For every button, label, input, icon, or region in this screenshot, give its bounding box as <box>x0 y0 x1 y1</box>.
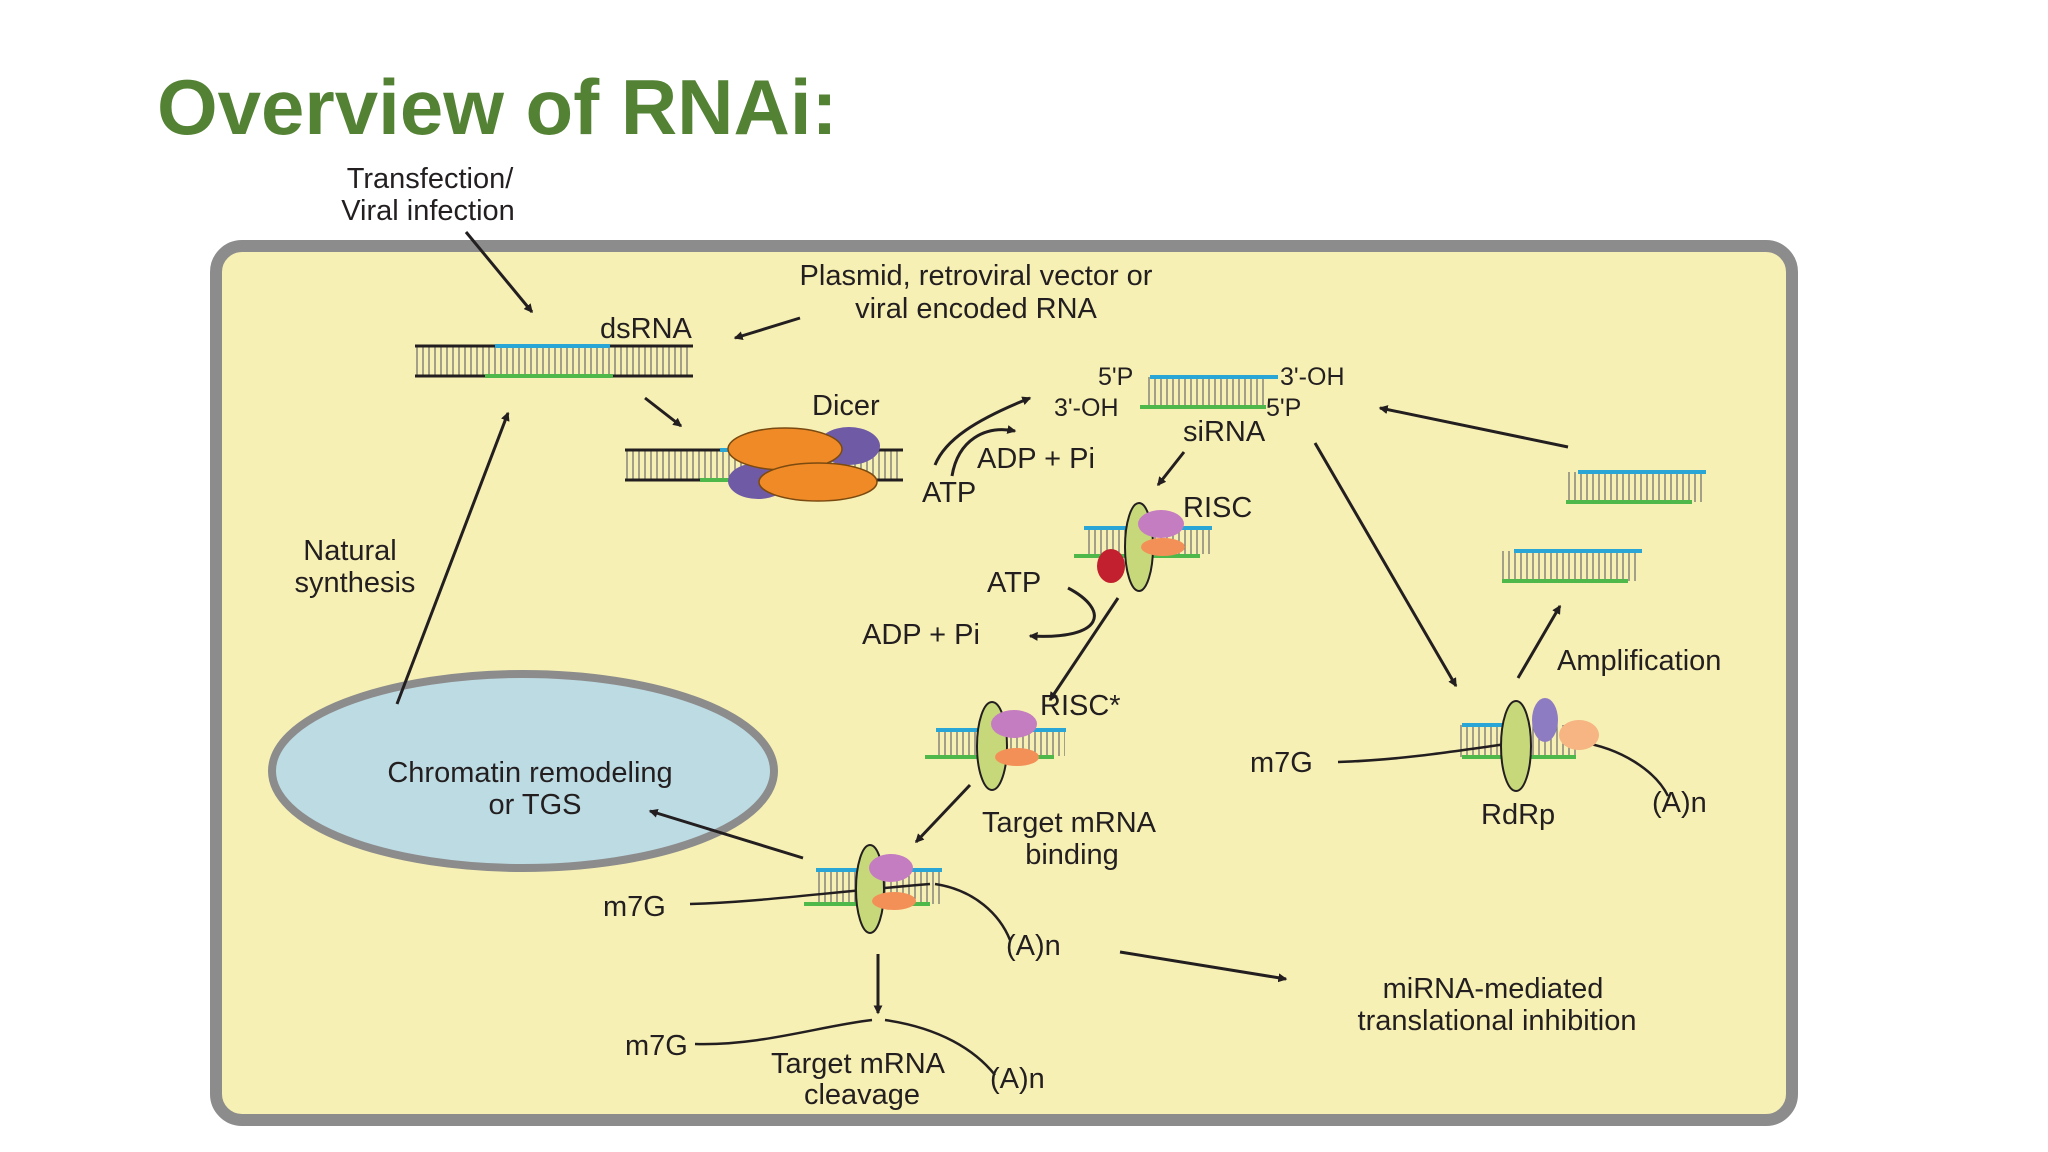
sirna-duplex <box>1140 375 1278 409</box>
dicer-orange-bottom <box>758 462 878 502</box>
plasmid-label-line1: Plasmid, retroviral vector or <box>800 260 1153 292</box>
target-binding-line2: binding <box>1025 839 1119 871</box>
cell-boundary <box>210 240 1798 1126</box>
arrow-atp-to-adp-risc <box>1028 586 1096 641</box>
arrow-dicer-to-sirna <box>933 396 1032 466</box>
arrow-sirna-to-rdrp <box>1313 442 1458 688</box>
an-label-rdrp: (A)n <box>1652 787 1707 819</box>
dicer-label: Dicer <box>812 390 880 422</box>
natural-synthesis-line2: synthesis <box>295 567 416 599</box>
mirna-label-line2: translational inhibition <box>1358 1005 1637 1037</box>
arrow-sirna-to-risc <box>1156 451 1186 487</box>
mirna-label-line1: miRNA-mediated <box>1383 973 1604 1005</box>
amplification-label: Amplification <box>1557 645 1721 677</box>
sirna-5p-top: 5'P <box>1098 363 1133 391</box>
risc-star-complex <box>925 701 1066 791</box>
arrow-to-mirna-inhibition <box>1119 950 1288 983</box>
dsrna-label: dsRNA <box>600 313 693 345</box>
cleaved-mrna-right <box>884 1018 996 1076</box>
m7g-label-binding: m7G <box>603 891 666 923</box>
amplified-sirna-bottom <box>1502 549 1642 583</box>
arrow-plasmid-to-dsrna <box>733 316 801 341</box>
rdrp-label: RdRp <box>1481 799 1555 831</box>
nucleus-label-line1: Chromatin remodeling <box>387 757 672 789</box>
arrow-transfection-to-dsrna <box>464 231 534 314</box>
sirna-5p-bottom: 5'P <box>1266 394 1301 422</box>
atp-label-risc: ATP <box>987 567 1041 599</box>
rdrp-complex <box>1337 698 1670 797</box>
pathway-arrows <box>395 231 1569 1015</box>
plasmid-label-line2: viral encoded RNA <box>855 293 1097 325</box>
an-label-binding: (A)n <box>1006 930 1061 962</box>
adp-pi-label-risc: ADP + Pi <box>862 619 980 651</box>
nucleus-label-line2: or TGS <box>489 789 582 821</box>
risc-red-protein <box>1097 549 1125 583</box>
adp-pi-label-dicer: ADP + Pi <box>977 443 1095 475</box>
cleaved-mrna-left <box>694 1018 873 1046</box>
sirna-label: siRNA <box>1183 416 1266 448</box>
arrow-dsrna-to-dicer <box>644 396 683 428</box>
arrow-amplified-to-sirna <box>1378 405 1569 449</box>
dsrna-duplex <box>415 344 693 378</box>
amplified-sirna-top <box>1566 470 1706 504</box>
target-binding-line1: Target mRNA <box>982 807 1157 839</box>
m7g-label-rdrp: m7G <box>1250 747 1313 779</box>
risc-label: RISC <box>1183 492 1252 524</box>
arrow-rdrp-amplification <box>1516 604 1562 679</box>
transfection-label-line2: Viral infection <box>341 195 515 227</box>
nucleus <box>268 670 778 872</box>
sirna-3oh-top: 3'-OH <box>1280 363 1345 391</box>
risc-complex <box>1074 502 1212 592</box>
arrow-nucleus-to-dsrna <box>395 411 510 705</box>
an-label-cleavage: (A)n <box>990 1063 1045 1095</box>
dicer-complex <box>625 427 903 502</box>
sirna-3oh-bottom: 3'-OH <box>1054 394 1119 422</box>
arrow-atp-to-adp-dicer <box>950 425 1017 477</box>
atp-label-dicer: ATP <box>922 477 976 509</box>
arrow-risc-to-risc-star <box>1048 597 1120 702</box>
cleavage-label-line1: Target mRNA <box>771 1048 946 1080</box>
slide-title: Overview of RNAi: <box>157 63 838 151</box>
cleavage-label-line2: cleavage <box>804 1079 920 1111</box>
m7g-label-cleavage: m7G <box>625 1030 688 1062</box>
transfection-label-line1: Transfection/ <box>347 163 514 195</box>
arrow-binding-to-nucleus <box>648 808 804 860</box>
arrow-risc-star-to-binding <box>914 783 972 844</box>
natural-synthesis-line1: Natural <box>303 535 397 567</box>
target-binding-complex <box>689 844 1012 941</box>
